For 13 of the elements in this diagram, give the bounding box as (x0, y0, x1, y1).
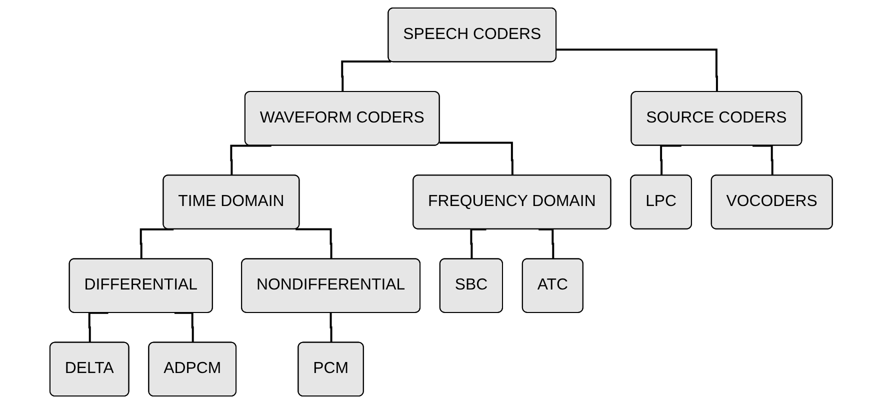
connector (140, 228, 174, 260)
connector (752, 144, 774, 176)
connector (556, 48, 718, 92)
connector (88, 312, 109, 343)
connector (660, 144, 682, 176)
connector (341, 60, 392, 92)
connector (230, 144, 272, 176)
connector (538, 228, 554, 260)
connector (470, 228, 487, 260)
connector (174, 312, 194, 343)
connector (296, 228, 333, 260)
connector (330, 312, 333, 343)
connector (440, 142, 514, 176)
